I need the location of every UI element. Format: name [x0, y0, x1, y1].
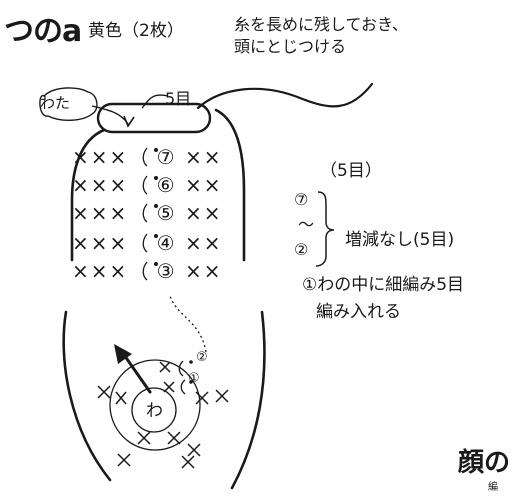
row-number: ④ — [156, 231, 177, 255]
dotted-path — [169, 295, 207, 353]
row-stitches: ××× — [72, 231, 137, 255]
row-tail: ×× — [184, 259, 223, 283]
next-section-heading: 顔の — [458, 448, 511, 478]
row-stitches: ××× — [72, 201, 137, 225]
row-number: ⑦ — [156, 145, 177, 169]
legend-tilde: 〜 — [298, 215, 315, 234]
horn-lower-right — [230, 310, 266, 490]
yarn-note-line-1: 糸を長めに残しておき、 — [234, 15, 408, 34]
inner-row-2: ② — [196, 350, 208, 365]
row-stitches: ××× — [72, 173, 137, 197]
legend-bottom-num: ② — [294, 240, 309, 259]
row-tail: ×× — [184, 201, 223, 225]
horn-outline-left — [70, 128, 106, 262]
wata-bubble — [39, 87, 98, 121]
stuffing-label: わた — [40, 94, 71, 112]
horn-outline-right — [214, 108, 246, 262]
inner-row-1: ① — [188, 371, 200, 386]
row-number: ③ — [156, 259, 177, 283]
row-tail: ×× — [184, 145, 223, 169]
row-6: ××× ⑥ ×× — [72, 173, 222, 197]
legend-count: （5目） — [320, 161, 382, 181]
step-1-line-2: 編み入れる — [316, 302, 401, 322]
row-4: ××× ④ ×× — [72, 231, 222, 255]
horn-lower-left — [62, 310, 112, 482]
legend-step-1: ①わの中に細編み5目 編み入れる — [302, 272, 464, 326]
legend-no-change: 増減なし(5目) — [345, 230, 455, 250]
five-stitches-label: 5目 — [165, 89, 192, 108]
yarn-note: 糸を長めに残しておき、 頭にとじつける — [234, 14, 408, 58]
step-1-line-1: ①わの中に細編み5目 — [302, 275, 465, 295]
row-stitches: ××× — [72, 259, 137, 283]
legend-brace — [315, 191, 335, 267]
ring-outer — [109, 359, 201, 451]
row-stitches: ××× — [72, 145, 137, 169]
color-note: 黄色（2枚） — [88, 21, 184, 41]
next-section-sub: 編 — [488, 482, 498, 493]
row-number: ⑥ — [156, 173, 177, 197]
ring-inner — [131, 387, 177, 433]
row-7: ××× ⑦ ×× — [72, 145, 222, 169]
ring-label: わ — [146, 401, 163, 421]
chart-title: つのa — [4, 14, 82, 49]
yarn-note-line-2: 頭にとじつける — [234, 37, 347, 56]
yarn-tail — [196, 82, 374, 110]
legend-top-num: ⑦ — [294, 190, 309, 209]
row-5: ××× ⑤ ×× — [72, 201, 222, 225]
row-number: ⑤ — [156, 201, 177, 225]
direction-arrow — [120, 350, 152, 394]
row-3: ××× ③ ×× — [72, 259, 222, 283]
row-tail: ×× — [184, 173, 223, 197]
row-tail: ×× — [184, 231, 223, 255]
leader-five — [141, 94, 169, 109]
top-opening — [96, 102, 212, 134]
